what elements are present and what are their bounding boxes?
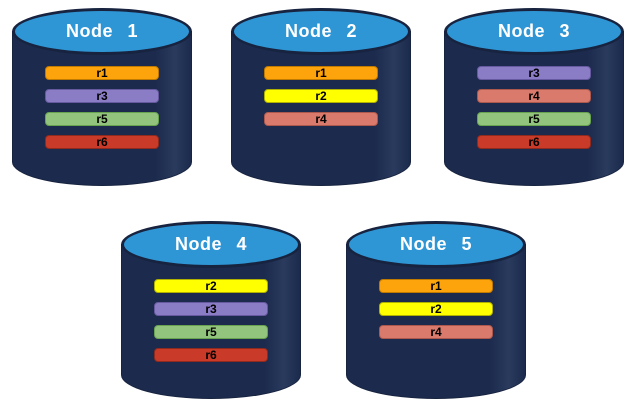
node-label: Node 3 bbox=[497, 21, 570, 41]
node-cylinder-1: Node 1 r1 r3 r5 r6 bbox=[12, 8, 192, 186]
node-cylinder-4: Node 4 r2 r3 r5 r6 bbox=[121, 221, 301, 399]
cylinder-body bbox=[231, 31, 411, 186]
replica-bar-r2: r2 bbox=[154, 279, 268, 293]
node-label: Node 4 bbox=[174, 234, 247, 254]
replica-bar-r3: r3 bbox=[477, 66, 591, 80]
replica-bar-r2: r2 bbox=[379, 302, 493, 316]
replica-list: r1 r2 r4 bbox=[231, 66, 411, 126]
cylinder-top-ellipse bbox=[121, 221, 301, 268]
node-cylinder-5: Node 5 r1 r2 r4 bbox=[346, 221, 526, 399]
replica-bar-r4: r4 bbox=[477, 89, 591, 103]
replica-bar-r4: r4 bbox=[264, 112, 378, 126]
replica-bar-r3: r3 bbox=[154, 302, 268, 316]
replica-bar-r1: r1 bbox=[264, 66, 378, 80]
node-cylinder-3: Node 3 r3 r4 r5 r6 bbox=[444, 8, 624, 186]
node-label: Node 5 bbox=[399, 234, 472, 254]
replica-bar-r6: r6 bbox=[45, 135, 159, 149]
replica-bar-r1: r1 bbox=[379, 279, 493, 293]
replica-bar-r5: r5 bbox=[45, 112, 159, 126]
replica-bar-r3: r3 bbox=[45, 89, 159, 103]
cylinder-top-ellipse bbox=[346, 221, 526, 268]
cylinder-body bbox=[121, 244, 301, 399]
cylinder-top-ellipse bbox=[231, 8, 411, 55]
replica-bar-r5: r5 bbox=[154, 325, 268, 339]
node-label: Node 2 bbox=[284, 21, 357, 41]
replica-bar-r4: r4 bbox=[379, 325, 493, 339]
node-label: Node 1 bbox=[65, 21, 138, 41]
replica-list: r3 r4 r5 r6 bbox=[444, 66, 624, 149]
cylinder-body bbox=[12, 31, 192, 186]
cylinder-body bbox=[444, 31, 624, 186]
replica-bar-r6: r6 bbox=[154, 348, 268, 362]
replica-list: r1 r2 r4 bbox=[346, 279, 526, 339]
replica-bar-r6: r6 bbox=[477, 135, 591, 149]
node-cylinder-2: Node 2 r1 r2 r4 bbox=[231, 8, 411, 186]
cylinder-body bbox=[346, 244, 526, 399]
replica-bar-r2: r2 bbox=[264, 89, 378, 103]
replica-list: r2 r3 r5 r6 bbox=[121, 279, 301, 362]
cylinder-top-ellipse bbox=[12, 8, 192, 55]
cylinder-top-ellipse bbox=[444, 8, 624, 55]
replica-bar-r1: r1 bbox=[45, 66, 159, 80]
replica-list: r1 r3 r5 r6 bbox=[12, 66, 192, 149]
replica-bar-r5: r5 bbox=[477, 112, 591, 126]
